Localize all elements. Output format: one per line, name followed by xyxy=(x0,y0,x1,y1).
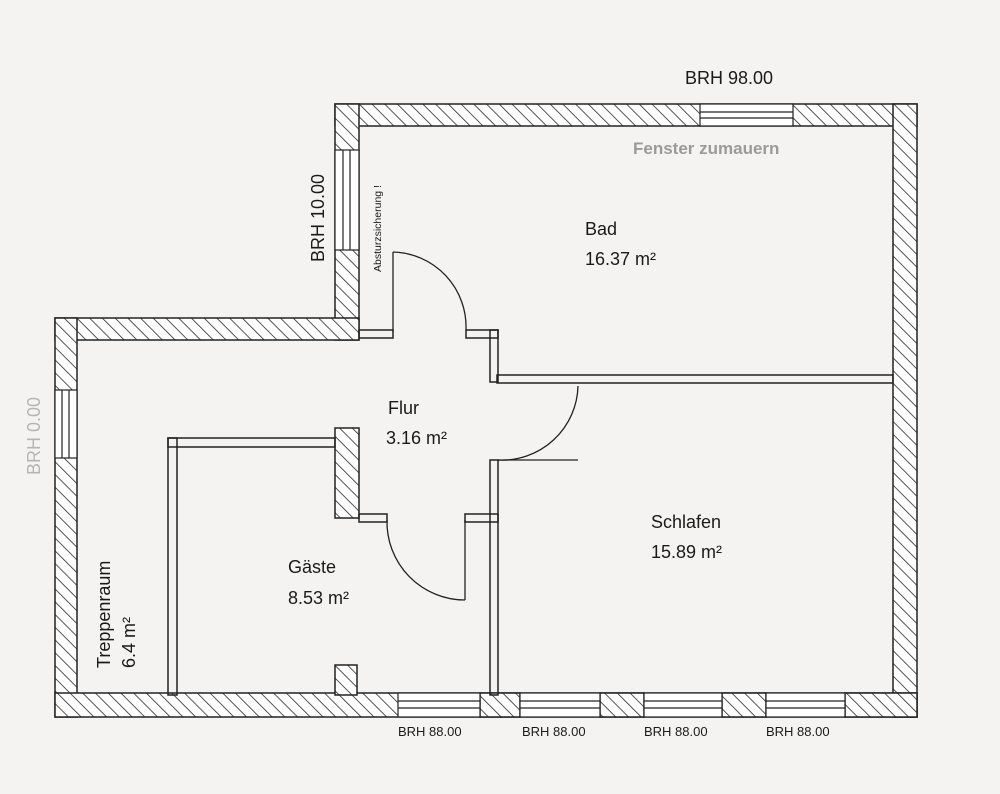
brh-left-lower-label: BRH 0.00 xyxy=(24,397,44,475)
wall-schlafen-bottom-b xyxy=(599,692,645,718)
interior-walls xyxy=(334,427,918,718)
room-gaeste-area: 8.53 m² xyxy=(288,588,349,608)
absturz-note: Absturzsicherung ! xyxy=(372,185,384,272)
wall-top-right xyxy=(334,103,918,127)
room-bad-area: 16.37 m² xyxy=(585,249,656,269)
door-schlafen xyxy=(497,385,579,461)
wall-schlafen-bottom-d xyxy=(844,692,918,718)
window-left-upper xyxy=(334,149,360,251)
partition-treppen-gaeste-side xyxy=(167,437,178,696)
partition-flur-bottom-right xyxy=(464,513,499,523)
partition-flur-top-left xyxy=(358,329,394,339)
wall-top-left xyxy=(54,317,360,341)
brh-bottom-4: BRH 88.00 xyxy=(766,724,830,739)
brh-left-upper-label: BRH 10.00 xyxy=(308,174,328,262)
partition-flur-bottom-left xyxy=(358,513,388,523)
partition-flur-right-lower xyxy=(489,459,499,696)
room-schlafen-name: Schlafen xyxy=(651,512,721,532)
wall-flur-left xyxy=(334,427,360,519)
wall-schlafen-bottom-a xyxy=(479,692,521,718)
brh-top-label: BRH 98.00 xyxy=(685,68,773,88)
window-top xyxy=(699,103,794,127)
window-bottom-3 xyxy=(643,692,723,718)
windows xyxy=(54,103,846,718)
room-gaeste-name: Gäste xyxy=(288,557,336,577)
partition-flur-top-right xyxy=(465,329,499,339)
room-flur-name: Flur xyxy=(388,398,419,418)
room-labels: Bad 16.37 m² Flur 3.16 m² Schlafen 15.89… xyxy=(94,219,722,668)
window-left-lower xyxy=(54,389,78,459)
window-bottom-2 xyxy=(519,692,601,718)
fenster-note: Fenster zumauern xyxy=(633,139,779,158)
brh-bottom-2: BRH 88.00 xyxy=(522,724,586,739)
wall-gaeste-stub xyxy=(334,664,358,696)
door-bad xyxy=(392,251,467,332)
window-bottom-4 xyxy=(765,692,846,718)
door-gaeste xyxy=(386,519,466,601)
wall-right xyxy=(892,103,918,718)
room-treppenraum-area: 6.4 m² xyxy=(119,617,139,668)
window-bottom-1 xyxy=(397,692,481,718)
doors xyxy=(386,251,579,601)
partition-bad-schlafen xyxy=(496,374,894,384)
room-bad-name: Bad xyxy=(585,219,617,239)
brh-bottom-3: BRH 88.00 xyxy=(644,724,708,739)
brh-bottom-1: BRH 88.00 xyxy=(398,724,462,739)
partition-treppen-gaeste-top xyxy=(167,437,336,448)
room-flur-area: 3.16 m² xyxy=(386,428,447,448)
partitions xyxy=(167,329,894,696)
wall-left xyxy=(54,317,78,718)
outer-walls xyxy=(54,103,918,718)
room-schlafen-area: 15.89 m² xyxy=(651,542,722,562)
wall-schlafen-bottom-c xyxy=(721,692,767,718)
room-treppenraum-name: Treppenraum xyxy=(94,561,114,668)
annotations: BRH 98.00 BRH 10.00 BRH 0.00 Absturzsich… xyxy=(24,68,830,739)
